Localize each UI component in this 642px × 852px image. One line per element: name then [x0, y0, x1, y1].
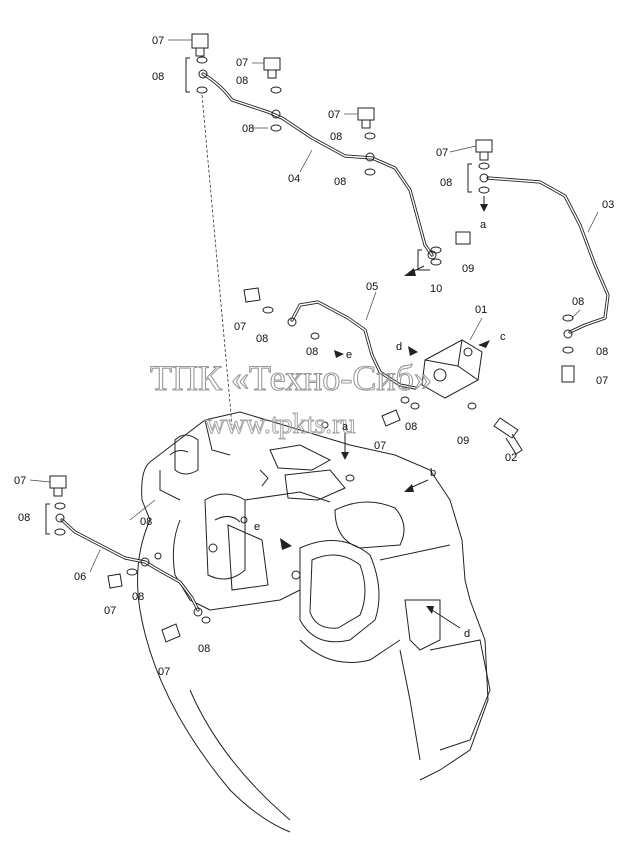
flow-arrows — [280, 196, 490, 629]
part-label-08: 08 — [236, 75, 248, 87]
pipe-05 — [287, 300, 417, 390]
valve-block-01 — [421, 339, 483, 399]
part-label-09: 09 — [457, 435, 469, 447]
part-label-08: 08 — [198, 643, 210, 655]
part-label-07: 07 — [152, 35, 164, 47]
part-label-01: 01 — [475, 304, 487, 316]
part-label-05: 05 — [366, 281, 378, 293]
connection-label-d: d — [464, 628, 470, 640]
body-fittings — [154, 421, 329, 580]
watermark-company: ТПК «Техно-Сиб» — [150, 358, 432, 398]
part-labels: 07 08 07 08 07 08 08 04 08 07 08 03 09 1… — [14, 35, 614, 678]
transmission-housing — [129, 411, 491, 833]
leader-line-main — [201, 94, 233, 426]
part-label-08: 08 — [152, 71, 164, 83]
part-label-08: 08 — [306, 346, 318, 358]
connection-label-c: c — [500, 331, 506, 343]
pipe-06 — [55, 513, 203, 617]
part-label-09: 09 — [462, 263, 474, 275]
group-brackets — [45, 57, 472, 535]
connection-labels: a c d e a b e d — [254, 219, 506, 640]
part-label-08: 08 — [330, 131, 342, 143]
watermark-url: www.tpkts.ru — [205, 409, 356, 440]
pipe-04 — [198, 69, 437, 260]
part-label-08: 08 — [18, 512, 30, 524]
part-label-07: 07 — [14, 475, 26, 487]
part-label-07: 07 — [104, 605, 116, 617]
part-label-03: 03 — [602, 199, 614, 211]
washer-set — [54, 56, 574, 624]
label-leaders — [29, 39, 599, 573]
part-label-07: 07 — [436, 147, 448, 159]
part-label-07: 07 — [328, 109, 340, 121]
pipe-03 — [479, 173, 610, 339]
part-label-06: 06 — [74, 571, 86, 583]
part-label-07: 07 — [374, 440, 386, 452]
part-label-07: 07 — [234, 321, 246, 333]
part-label-10: 10 — [430, 283, 442, 295]
connection-label-a: a — [480, 219, 487, 231]
part-label-08: 08 — [256, 333, 268, 345]
part-label-08: 08 — [334, 176, 346, 188]
connection-label-e: e — [346, 349, 352, 361]
part-label-08: 08 — [405, 421, 417, 433]
connection-label-a: a — [342, 421, 349, 433]
part-label-08: 08 — [140, 516, 152, 528]
part-label-07: 07 — [236, 57, 248, 69]
part-label-08: 08 — [242, 123, 254, 135]
part-label-08: 08 — [572, 296, 584, 308]
part-label-08: 08 — [132, 591, 144, 603]
part-label-08: 08 — [440, 177, 452, 189]
bolt-set — [49, 33, 575, 643]
part-label-02: 02 — [505, 452, 517, 464]
part-label-08: 08 — [596, 346, 608, 358]
part-label-07: 07 — [158, 666, 170, 678]
part-label-07: 07 — [596, 375, 608, 387]
connection-label-d: d — [396, 341, 402, 353]
part-label-04: 04 — [288, 173, 300, 185]
connection-label-b: b — [430, 467, 436, 479]
connection-label-e: e — [254, 521, 260, 533]
